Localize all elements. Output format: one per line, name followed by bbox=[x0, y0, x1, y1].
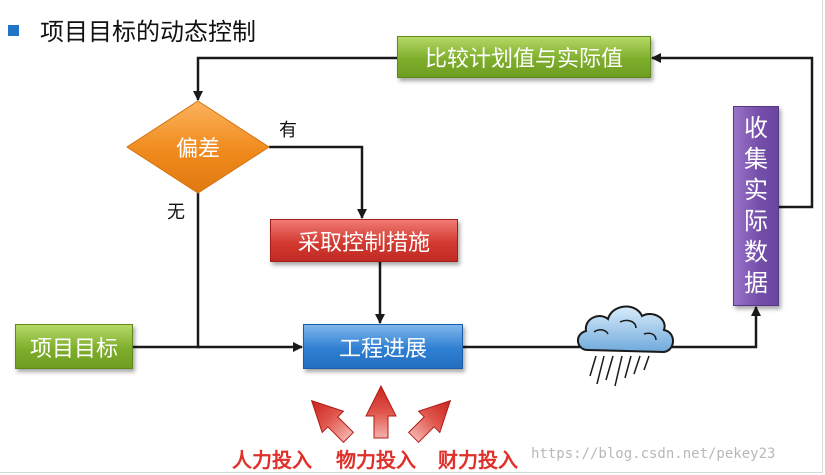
edge-label-yes: 有 bbox=[279, 120, 297, 141]
measures-label: 采取控制措施 bbox=[297, 230, 430, 256]
compare-node: 比较计划值与实际值 bbox=[397, 36, 651, 78]
edge-label-no: 无 bbox=[167, 202, 185, 223]
deviation-label: 偏差 bbox=[175, 137, 220, 162]
title-bullet bbox=[8, 25, 19, 36]
slide-title: 项目目标的动态控制 bbox=[40, 18, 256, 46]
goal-node: 项目目标 bbox=[15, 324, 133, 369]
storm-cloud-icon bbox=[577, 305, 674, 387]
input-label-human: 人力投入 bbox=[232, 448, 312, 472]
collect-char: 收 bbox=[744, 114, 768, 142]
input-arrow-finance bbox=[407, 399, 452, 444]
input-label-finance: 财力投入 bbox=[438, 448, 518, 472]
input-arrow-human bbox=[310, 399, 355, 444]
input-arrow-material bbox=[365, 384, 397, 439]
collect-data-node: 收 集 实 际 数 据 bbox=[733, 106, 779, 306]
edge-no-to-progress bbox=[196, 193, 303, 352]
collect-char: 集 bbox=[744, 145, 768, 173]
compare-label: 比较计划值与实际值 bbox=[424, 47, 623, 72]
edge-yes-to-measures bbox=[269, 145, 367, 219]
collect-char: 数 bbox=[744, 238, 768, 266]
input-label-material: 物力投入 bbox=[336, 448, 416, 472]
deviation-diamond bbox=[126, 100, 270, 194]
collect-char: 据 bbox=[744, 269, 768, 297]
edge-compare-to-deviation bbox=[193, 56, 397, 101]
measures-node: 采取控制措施 bbox=[270, 219, 458, 262]
progress-node: 工程进展 bbox=[303, 324, 463, 369]
watermark: https://blog.csdn.net/pekey23 bbox=[531, 446, 776, 462]
collect-char: 实 bbox=[744, 176, 768, 204]
edge-collect-to-compare bbox=[651, 53, 814, 209]
progress-label: 工程进展 bbox=[338, 336, 427, 362]
collect-char: 际 bbox=[744, 207, 768, 235]
goal-label: 项目目标 bbox=[29, 336, 118, 362]
edge-cloud-to-collect bbox=[672, 306, 761, 349]
